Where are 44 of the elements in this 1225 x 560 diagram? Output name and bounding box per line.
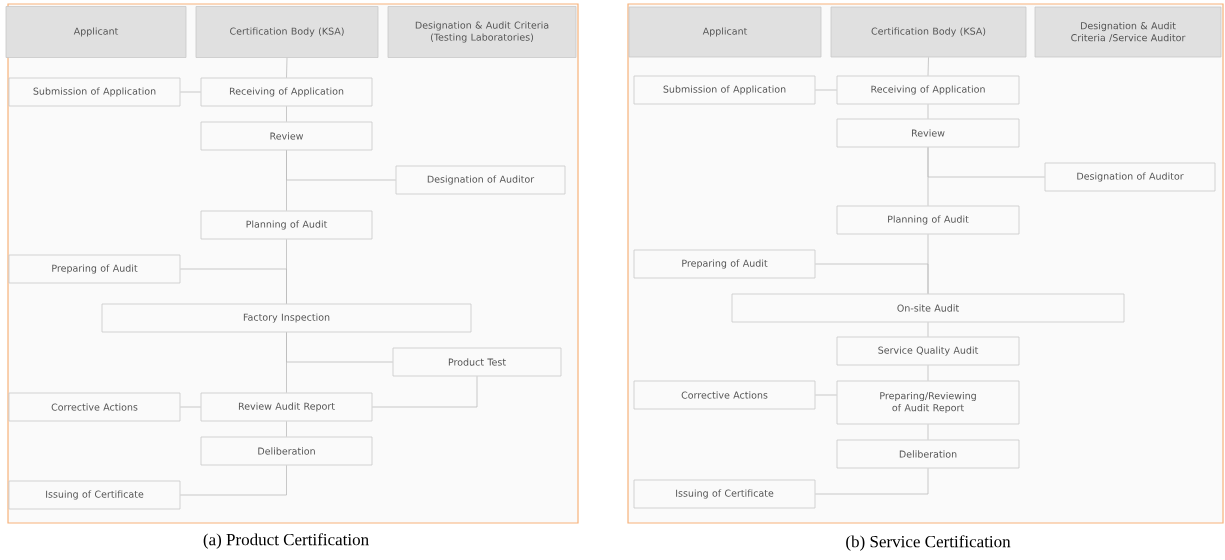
process-box: Factory Inspection [101, 303, 472, 333]
process-box: Preparing of Audit [8, 254, 181, 284]
column-header: Applicant [5, 6, 187, 58]
process-box: Review [836, 118, 1020, 148]
connector-line [815, 263, 929, 294]
process-box: Preparing of Audit [633, 249, 816, 279]
process-box: Preparing/Reviewing of Audit Report [836, 380, 1020, 425]
connector-line [815, 468, 929, 495]
process-box: Corrective Actions [8, 392, 181, 422]
process-box: Planning of Audit [836, 205, 1020, 235]
column-header: Certification Body (KSA) [830, 6, 1027, 58]
connector-line [927, 147, 1045, 178]
process-box: Deliberation [200, 436, 373, 466]
process-box: Issuing of Certificate [8, 480, 181, 510]
process-box: Issuing of Certificate [633, 479, 816, 509]
connector-line [180, 268, 287, 304]
connector-line [286, 150, 396, 181]
process-box: Review [200, 121, 373, 151]
column-header: Designation & Audit Criteria /Service Auditor [1034, 6, 1222, 58]
connector-line [286, 421, 287, 437]
process-box: Receiving of Application [836, 75, 1020, 105]
connector-line [286, 106, 287, 122]
process-box: Corrective Actions [633, 380, 816, 410]
process-box: Deliberation [836, 439, 1020, 469]
connector-line [927, 57, 929, 76]
caption: (b) Service Certification [846, 535, 1011, 551]
process-box: Submission of Application [633, 75, 816, 105]
process-box: Submission of Application [8, 77, 181, 107]
column-header: Applicant [628, 6, 822, 58]
connector-line [372, 376, 478, 408]
process-box: On-site Audit [731, 293, 1125, 323]
process-box: Service Quality Audit [836, 336, 1020, 366]
process-box: Receiving of Application [200, 77, 373, 107]
column-header: Designation & Audit Criteria (Testing Laboratories) [387, 6, 577, 58]
connector-line [180, 465, 287, 496]
process-box: Product Test [392, 347, 562, 377]
connector-line [286, 57, 288, 78]
caption: (a) Product Certification [203, 533, 369, 549]
process-box: Designation of Auditor [395, 165, 566, 195]
column-header: Certification Body (KSA) [195, 6, 379, 58]
process-box: Review Audit Report [200, 392, 373, 422]
process-box: Designation of Auditor [1044, 162, 1216, 192]
connector-line [286, 332, 393, 363]
process-box: Planning of Audit [200, 210, 373, 240]
